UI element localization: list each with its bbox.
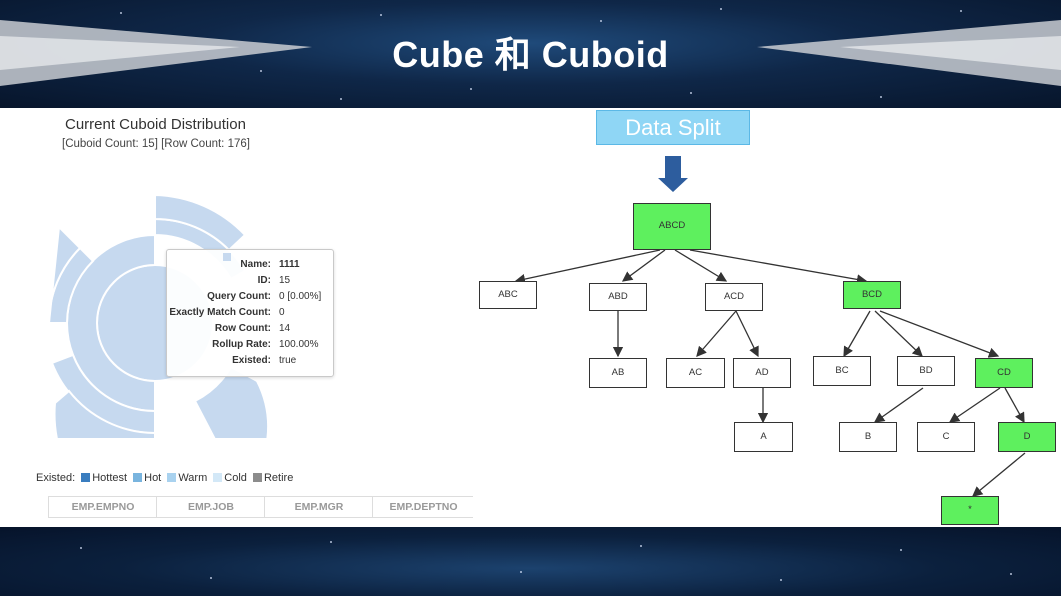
sunburst-segment[interactable] bbox=[193, 365, 270, 438]
cuboid-node-abcd[interactable]: ABCD bbox=[633, 203, 711, 250]
column-header-deptno[interactable]: EMP.DEPTNO bbox=[372, 497, 474, 517]
cuboid-node-ab[interactable]: AB bbox=[589, 358, 647, 388]
cuboid-node-a[interactable]: A bbox=[734, 422, 793, 452]
tooltip-row-name: Name: 1111 bbox=[240, 259, 300, 270]
column-header-job[interactable]: EMP.JOB bbox=[156, 497, 265, 517]
cuboid-node-bcd[interactable]: BCD bbox=[843, 281, 901, 309]
legend-swatch-hot bbox=[133, 473, 143, 482]
cuboid-node-abd[interactable]: ABD bbox=[589, 283, 647, 311]
cuboid-node-abc[interactable]: ABC bbox=[479, 281, 537, 309]
tooltip-row-query-count: Query Count: 0 [0.00%] bbox=[207, 291, 322, 302]
footer-background bbox=[0, 527, 1061, 596]
cuboid-node-d[interactable]: D bbox=[998, 422, 1056, 452]
legend-item-hottest[interactable]: Hottest bbox=[92, 472, 128, 484]
legend-swatch-retire bbox=[252, 473, 262, 482]
legend-swatch-cold bbox=[213, 473, 223, 482]
cuboid-node-c[interactable]: C bbox=[917, 422, 975, 452]
tooltip-row-id: ID: 15 bbox=[257, 275, 291, 286]
column-header-mgr[interactable]: EMP.MGR bbox=[264, 497, 373, 517]
legend-swatch-warm bbox=[167, 473, 177, 482]
dimension-columns: EMP.EMPNO EMP.JOB EMP.MGR EMP.DEPTNO bbox=[48, 496, 473, 518]
distribution-subtitle: [Cuboid Count: 15] [Row Count: 176] bbox=[62, 138, 250, 150]
cuboid-node-cd[interactable]: CD bbox=[975, 358, 1033, 388]
cuboid-node-ac[interactable]: AC bbox=[666, 358, 725, 388]
cuboid-node-bc[interactable]: BC bbox=[813, 356, 871, 386]
tooltip-row-exact-match: Exactly Match Count: 0 bbox=[169, 307, 285, 318]
slide-content: Current Cuboid Distribution [Cuboid Coun… bbox=[0, 108, 1061, 527]
tooltip-row-row-count: Row Count: 14 bbox=[214, 323, 291, 334]
sunburst-segment[interactable] bbox=[47, 224, 82, 324]
legend-item-warm[interactable]: Warm bbox=[178, 472, 208, 484]
cuboid-node-acd[interactable]: ACD bbox=[705, 283, 763, 311]
sunburst-segment[interactable] bbox=[154, 193, 247, 252]
legend-item-cold[interactable]: Cold bbox=[224, 472, 247, 484]
legend-item-retire[interactable]: Retire bbox=[263, 472, 294, 484]
sunburst-segment[interactable] bbox=[53, 389, 156, 438]
legend-swatch-hottest bbox=[81, 473, 91, 482]
tooltip-row-existed: Existed: true bbox=[232, 355, 297, 366]
data-split-box: Data Split bbox=[596, 110, 750, 145]
cuboid-node-ad[interactable]: AD bbox=[733, 358, 791, 388]
distribution-title: Current Cuboid Distribution bbox=[65, 116, 246, 133]
cuboid-tooltip: Name: 1111 ID: 15 Query Count: 0 [0.00%]… bbox=[166, 249, 334, 377]
cuboid-node-b[interactable]: B bbox=[839, 422, 897, 452]
cuboid-tree-edges bbox=[514, 156, 1026, 497]
slide-title: Cube 和 Cuboid bbox=[392, 34, 669, 75]
existed-legend: Existed: Hottest Hot Warm Cold Retire bbox=[36, 472, 293, 484]
legend-item-hot[interactable]: Hot bbox=[144, 472, 162, 484]
legend-label: Existed: bbox=[36, 472, 76, 484]
big-down-arrow bbox=[658, 156, 688, 192]
cuboid-node-bd[interactable]: BD bbox=[897, 356, 955, 386]
tooltip-swatch bbox=[223, 253, 231, 261]
cuboid-node-apex[interactable]: * bbox=[941, 496, 999, 525]
column-header-empno[interactable]: EMP.EMPNO bbox=[48, 497, 157, 517]
tooltip-row-rollup-rate: Rollup Rate: 100.00% bbox=[212, 339, 319, 350]
banner-decoration bbox=[0, 20, 1061, 86]
title-banner: Cube 和 Cuboid bbox=[0, 0, 1061, 108]
